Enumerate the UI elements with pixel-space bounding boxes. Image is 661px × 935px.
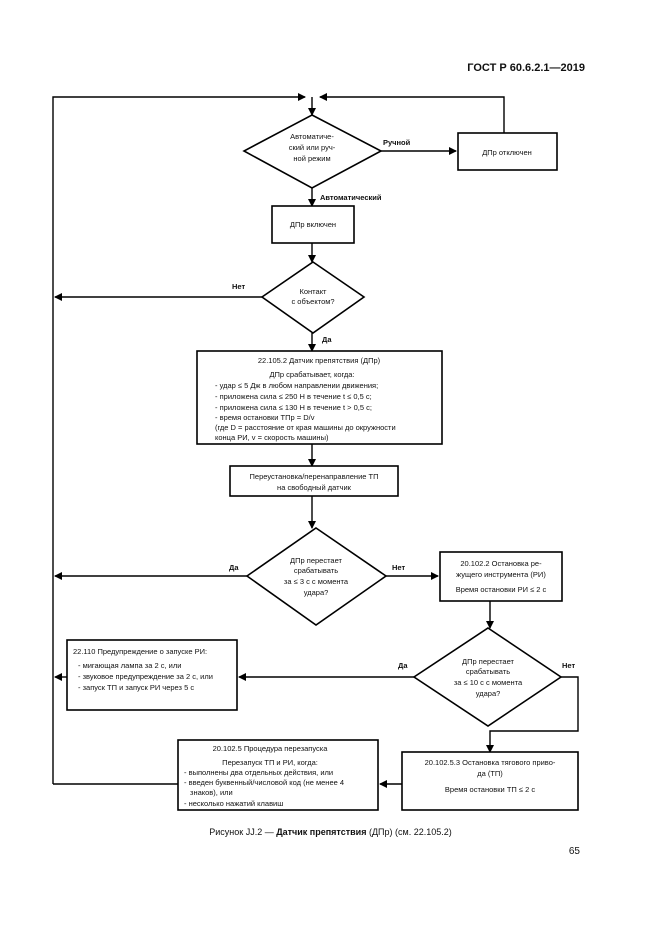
box-restart-procedure: 20.102.5 Процедура перезапуска Перезапус… <box>177 739 379 811</box>
d-mode-line-2: ский или руч- <box>289 143 336 152</box>
b-restart-line-3: - введен буквенный/числовой код (не мене… <box>184 778 344 787</box>
b-sensor-line-7: конца РИ, v = скорость машины) <box>215 433 329 442</box>
b-drive-line-3: Время остановки ТП ≤ 2 с <box>445 785 535 794</box>
caption-bold: Датчик препятствия <box>276 827 367 837</box>
b-on-text: ДПр включен <box>290 220 336 229</box>
left-loop-line <box>52 93 306 784</box>
right-loop-line <box>319 93 505 133</box>
d-stop10-line-1: ДПр перестает <box>462 657 514 666</box>
d-stop3-line-3: за ≤ 3 с с момента <box>284 577 349 586</box>
decision-stop-3s: ДПр перестает срабатывать за ≤ 3 с с мом… <box>245 527 388 626</box>
b-sensor-title: 22.105.2 Датчик препятствия (ДПр) <box>258 356 381 365</box>
b-restart-line-4: знаков), или <box>190 788 233 797</box>
d-stop3-line-4: удара? <box>304 588 329 597</box>
b-sensor-line-1: ДПр срабатывает, когда: <box>269 370 354 379</box>
d-mode-line-1: Автоматиче- <box>290 132 334 141</box>
b-restart-line-5: - несколько нажатий клавиш <box>184 799 283 808</box>
figure-caption: Рисунок JJ.2 — Датчик препятствия (ДПр) … <box>0 827 661 837</box>
connectors <box>52 93 579 788</box>
b-tool-line-1: 20.102.2 Остановка ре- <box>460 559 542 568</box>
decision-mode: Автоматиче- ский или руч- ной режим <box>242 114 383 189</box>
b-drive-line-1: 20.102.5.3 Остановка тягового приво- <box>425 758 556 767</box>
label-yes-3: Да <box>398 661 408 670</box>
label-yes-1: Да <box>322 335 332 344</box>
decision-stop-10s: ДПр перестает срабатывать за ≤ 10 с с мо… <box>412 627 563 727</box>
d-contact-line-2: с объектом? <box>291 297 334 306</box>
label-no-3: Нет <box>562 661 575 670</box>
box-tool-stop: 20.102.2 Остановка ре- жущего инструмент… <box>439 551 563 602</box>
box-start-warning: 22.110 Предупреждение о запуске РИ: - ми… <box>66 639 238 711</box>
d-stop3-line-1: ДПр перестает <box>290 556 342 565</box>
box-sensor-off: ДПр отключен <box>457 132 558 171</box>
b-sensor-line-3: - приложена сила ≤ 250 Н в течение t ≤ 0… <box>215 392 372 401</box>
d-stop10-line-2: срабатывать <box>466 667 510 676</box>
label-manual: Ручной <box>383 138 411 147</box>
b-sensor-line-2: - удар ≤ 5 Дж в любом направлении движен… <box>215 381 378 390</box>
standard-header: ГОСТ Р 60.6.2.1—2019 <box>467 62 585 74</box>
caption-prefix: Рисунок JJ.2 — <box>209 827 277 837</box>
box-obstacle-sensor: 22.105.2 Датчик препятствия (ДПр) ДПр ср… <box>196 350 443 445</box>
caption-suffix: (ДПр) (см. 22.105.2) <box>366 827 452 837</box>
b-sensor-line-5: - время остановки ТПр = D/v <box>215 413 315 422</box>
b-off-text: ДПр отключен <box>482 148 532 157</box>
d-stop10-line-4: удара? <box>476 689 501 698</box>
label-yes-2: Да <box>229 563 239 572</box>
label-no-2: Нет <box>392 563 405 572</box>
label-auto: Автоматический <box>320 193 382 202</box>
b-sensor-line-6: (где D = расстояние от края машины до ок… <box>215 423 396 432</box>
d-mode-line-3: ной режим <box>293 154 330 163</box>
b-warning-line-2: - звуковое предупреждение за 2 с, или <box>78 672 213 681</box>
page-number: 65 <box>568 846 580 857</box>
box-reset: Переустановка/перенаправление ТП на своб… <box>229 465 399 497</box>
label-no-1: Нет <box>232 282 245 291</box>
box-sensor-on: ДПр включен <box>271 205 355 244</box>
b-drive-line-2: да (ТП) <box>477 769 503 778</box>
b-restart-line-2: - выполнены два отдельных действия, или <box>184 768 333 777</box>
box-drive-stop: 20.102.5.3 Остановка тягового приво- да … <box>401 751 579 811</box>
d-stop10-line-3: за ≤ 10 с с момента <box>454 678 523 687</box>
b-reset-line-1: Переустановка/перенаправление ТП <box>250 472 379 481</box>
d-contact-line-1: Контакт <box>299 287 327 296</box>
b-warning-line-1: - мигающая лампа за 2 с, или <box>78 661 181 670</box>
decision-contact: Контакт с объектом? <box>260 261 366 334</box>
stop10-no-arrow <box>486 676 579 753</box>
b-sensor-line-4: - приложена сила ≤ 130 Н в течение t > 0… <box>215 403 372 412</box>
b-reset-line-2: на свободный датчик <box>277 483 352 492</box>
b-tool-line-2: жущего инструмента (РИ) <box>456 570 546 579</box>
b-restart-line-1: Перезапуск ТП и РИ, когда: <box>222 758 318 767</box>
d-stop3-line-2: срабатывать <box>294 566 338 575</box>
b-tool-line-3: Время остановки РИ ≤ 2 с <box>456 585 547 594</box>
b-warning-line-3: - запуск ТП и запуск РИ через 5 с <box>78 683 194 692</box>
b-restart-title: 20.102.5 Процедура перезапуска <box>213 744 329 753</box>
b-warning-title: 22.110 Предупреждение о запуске РИ: <box>73 647 207 656</box>
